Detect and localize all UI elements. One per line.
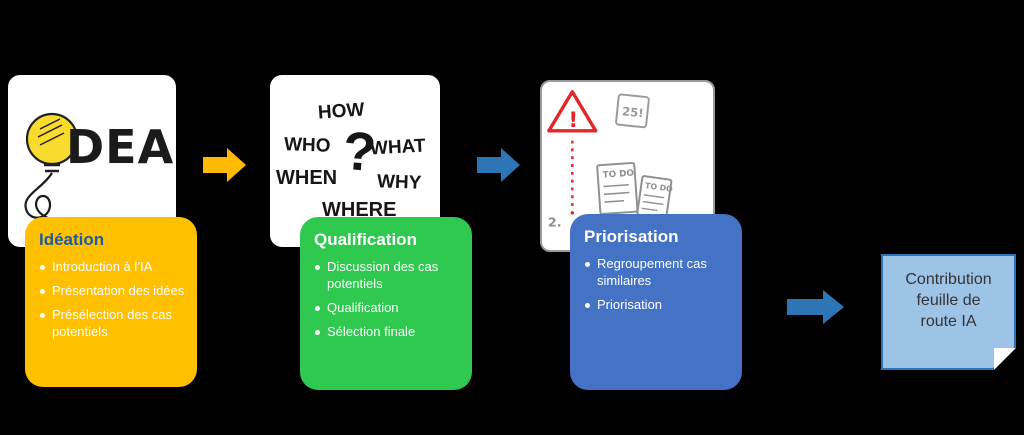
- contribution-sticky-note: Contribution feuille de route IA: [881, 254, 1016, 370]
- right-arrow-icon: [203, 148, 246, 182]
- right-arrow-icon: [477, 148, 520, 182]
- bullet-text: Introduction à l’IA: [52, 259, 153, 274]
- arrow-ideation-to-qualification: [203, 146, 247, 184]
- bullet-text: Qualification: [327, 299, 399, 315]
- warning-triangle-icon: [547, 90, 598, 133]
- bullet-item: Présélection des cas potentiels: [39, 307, 185, 341]
- note-folded-corner: [994, 348, 1016, 370]
- note-body: Contribution feuille de route IA: [883, 256, 1014, 368]
- right-arrow-icon: [787, 290, 844, 324]
- bullet-item: Regroupement cas similaires: [584, 256, 730, 290]
- sticky-25-icon: 25!: [615, 93, 650, 129]
- word-why: WHY: [376, 171, 422, 194]
- ideation-card: Idéation Introduction à l’IA Présentatio…: [25, 217, 197, 387]
- idea-word: DEA: [66, 120, 174, 174]
- ideation-bullet-list: Introduction à l’IA Présentation des idé…: [39, 259, 185, 341]
- svg-text:TO DO: TO DO: [602, 169, 634, 181]
- bullet-item: Sélection finale: [314, 324, 460, 341]
- bullet-item: Priorisation: [584, 297, 730, 314]
- bullet-text: Présélection des cas potentiels: [52, 306, 172, 339]
- bullet-item: Présentation des idées: [39, 283, 185, 300]
- word-what: WHAT: [369, 135, 427, 160]
- qualification-bullet-list: Discussion des cas potentiels Qualificat…: [314, 259, 460, 341]
- word-who: WHO: [283, 134, 331, 157]
- arrow-qualification-to-priorisation: [477, 146, 521, 184]
- bullet-text: Discussion des cas potentiels: [327, 259, 439, 291]
- bullet-item: Qualification: [314, 300, 460, 317]
- bullet-text: Priorisation: [597, 296, 663, 312]
- qualification-card-title: Qualification: [314, 230, 417, 249]
- priorisation-card: Priorisation Regroupement cas similaires…: [570, 214, 742, 390]
- qualification-card: Qualification Discussion des cas potenti…: [300, 217, 472, 390]
- bullet-text: Sélection finale: [327, 323, 416, 339]
- priorisation-bullet-list: Regroupement cas similaires Priorisation: [584, 256, 730, 314]
- number-two-label: 2.: [548, 215, 562, 230]
- ideation-card-title: Idéation: [39, 230, 105, 249]
- lightbulb-base: [44, 163, 60, 173]
- lightbulb-filament: [37, 118, 65, 146]
- bullet-text: Présentation des idées: [52, 282, 185, 298]
- word-where: WHERE: [322, 199, 397, 221]
- priorisation-card-title: Priorisation: [584, 227, 679, 246]
- svg-text:TO DO: TO DO: [645, 181, 674, 194]
- priority-line-dot: [570, 211, 575, 215]
- svg-text:25!: 25!: [621, 104, 644, 120]
- todo-list-small-icon: TO DO: [636, 175, 674, 220]
- bullet-text: Regroupement cas similaires: [597, 256, 707, 288]
- word-when: WHEN: [276, 167, 338, 189]
- arrow-priorisation-to-contribution: [787, 289, 845, 325]
- todo-list-icon: TO DO: [596, 161, 639, 215]
- question-mark-icon: ?: [340, 120, 379, 184]
- warning-exclamation: !: [568, 108, 578, 133]
- bullet-item: Discussion des cas potentiels: [314, 259, 460, 293]
- note-text: Contribution feuille de route IA: [905, 271, 992, 331]
- bullet-item: Introduction à l’IA: [39, 259, 185, 276]
